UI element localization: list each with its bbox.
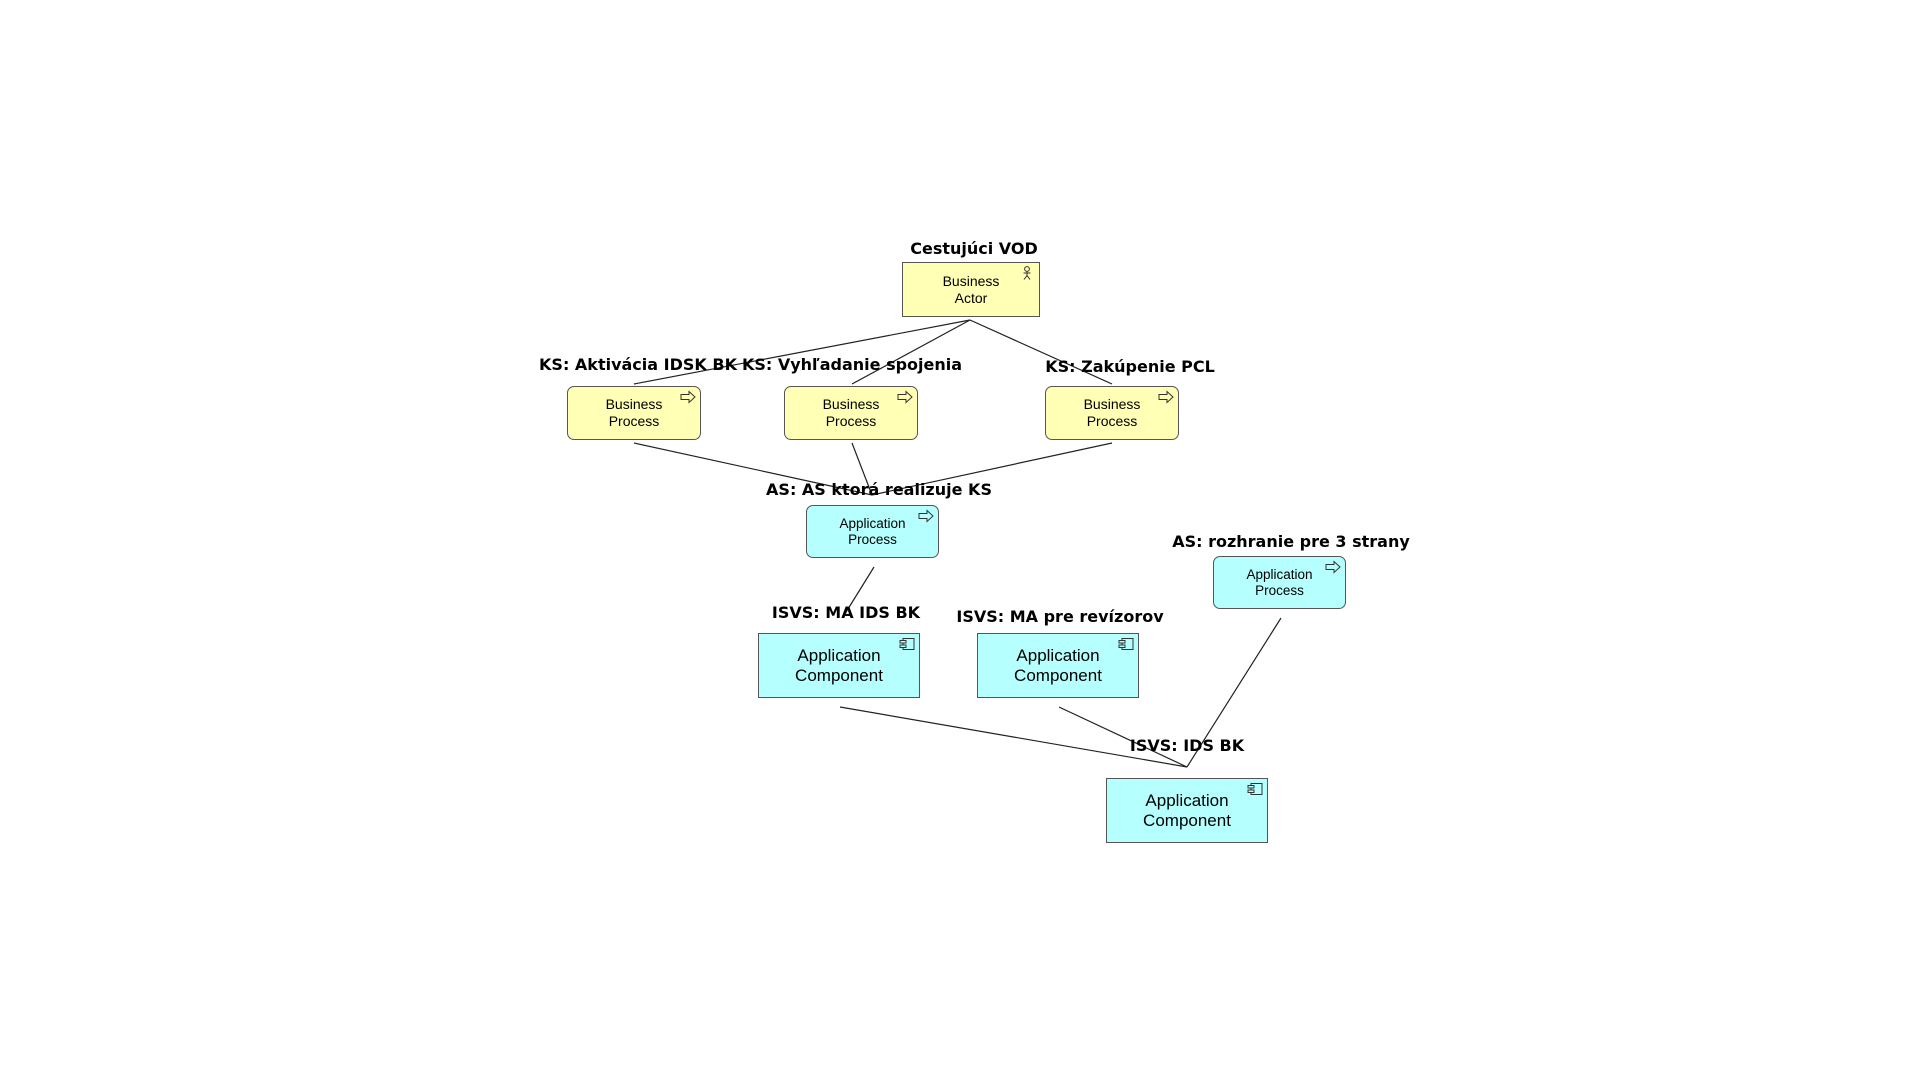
node-type-line2: Process <box>825 413 877 429</box>
business-actor-node[interactable]: Business Actor <box>902 262 1040 317</box>
edge-ac1-ac3[interactable] <box>839 706 1188 768</box>
process-arrow-icon <box>1158 390 1174 404</box>
node-title-ks-vyhladanie: KS: Vyhľadanie spojenia <box>741 355 963 374</box>
application-process-node-1[interactable]: Application Process <box>806 505 939 558</box>
edge-bp3-ap1[interactable] <box>871 442 1113 496</box>
application-component-node-1[interactable]: Application Component <box>758 633 920 698</box>
node-type-line1: Application <box>1246 566 1313 582</box>
node-title-as-realizuje: AS: AS ktorá realizuje KS <box>766 480 992 499</box>
node-type-line1: Business <box>605 396 663 412</box>
business-process-node-2[interactable]: Business Process <box>784 386 918 440</box>
node-type-line2: Component <box>1143 810 1231 830</box>
node-title-isvs-ids-bk: ISVS: IDS BK <box>1129 736 1245 755</box>
business-process-node-1[interactable]: Business Process <box>567 386 701 440</box>
node-type-line2: Process <box>1086 413 1138 429</box>
node-title-as-rozhranie: AS: rozhranie pre 3 strany <box>1172 532 1410 551</box>
node-title-isvs-ma-revizorov: ISVS: MA pre revízorov <box>956 607 1164 626</box>
component-icon <box>1247 783 1263 795</box>
edge-bp1-ap1[interactable] <box>633 442 873 496</box>
edge-actor-bp1[interactable] <box>633 319 971 385</box>
application-component-node-3[interactable]: Application Component <box>1106 778 1268 843</box>
application-component-node-2[interactable]: Application Component <box>977 633 1139 698</box>
node-title-isvs-ma-ids-bk: ISVS: MA IDS BK <box>771 603 921 622</box>
node-type-line1: Application <box>839 515 906 531</box>
node-type-line2: Process <box>1255 582 1304 598</box>
process-arrow-icon <box>897 390 913 404</box>
edge-actor-bp2[interactable] <box>851 319 971 385</box>
component-icon <box>899 638 915 650</box>
node-type-line2: Component <box>795 665 883 685</box>
node-type-line2: Process <box>608 413 660 429</box>
actor-icon <box>1023 266 1031 280</box>
component-icon <box>1118 638 1134 650</box>
process-arrow-icon <box>918 509 934 523</box>
process-arrow-icon <box>680 390 696 404</box>
edge-ap2-ac3[interactable] <box>1186 617 1282 768</box>
node-type-line1: Business <box>942 272 1000 289</box>
application-process-node-2[interactable]: Application Process <box>1213 556 1346 609</box>
node-title-ks-zakupenie: KS: Zakúpenie PCL <box>1045 357 1215 376</box>
node-type-line2: Process <box>848 531 897 547</box>
edge-actor-bp3[interactable] <box>969 319 1113 385</box>
node-type-line2: Component <box>1014 665 1102 685</box>
edge-ap1-ac1[interactable] <box>842 566 875 618</box>
node-type-line2: Actor <box>954 289 988 306</box>
node-type-line1: Application <box>1016 645 1100 665</box>
node-type-line1: Business <box>1083 396 1141 412</box>
node-title-ks-aktivacia: KS: Aktivácia IDSK BK <box>539 355 737 374</box>
node-title-cestujuci-vod: Cestujúci VOD <box>910 239 1038 258</box>
edge-bp2-ap1[interactable] <box>851 442 873 496</box>
node-type-line1: Business <box>822 396 880 412</box>
node-type-line1: Application <box>1145 790 1229 810</box>
business-process-node-3[interactable]: Business Process <box>1045 386 1179 440</box>
process-arrow-icon <box>1325 560 1341 574</box>
edge-ac2-ac3[interactable] <box>1058 706 1188 768</box>
node-type-line1: Application <box>797 645 881 665</box>
